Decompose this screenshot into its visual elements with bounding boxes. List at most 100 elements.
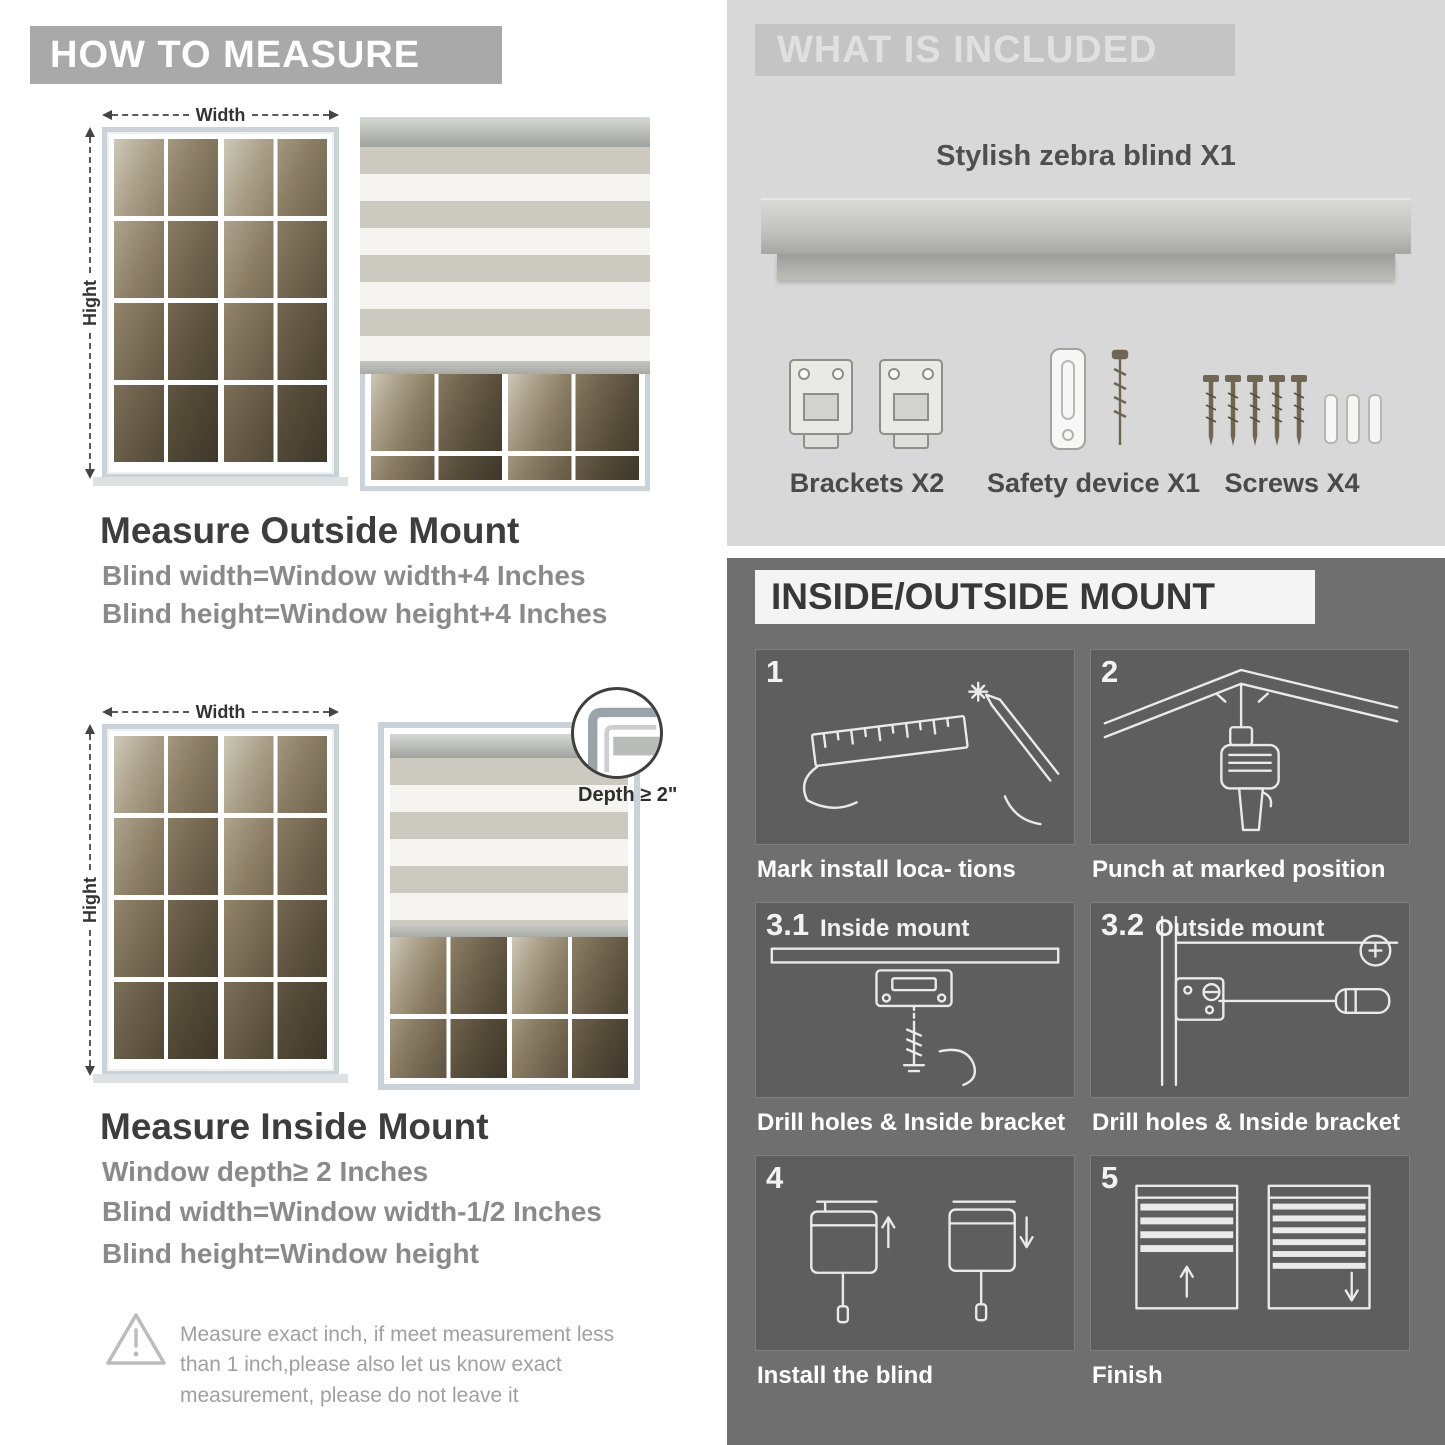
figure-corner bbox=[78, 103, 102, 127]
inside-formula-width: Blind width=Window width-1/2 Inches bbox=[102, 1196, 602, 1227]
step-number: 2 bbox=[1101, 654, 1119, 689]
outside-bracket-illustration bbox=[1160, 915, 1399, 1087]
outside-formula-height: Blind height=Window height+4 Inches bbox=[102, 598, 608, 629]
brackets-icon bbox=[767, 338, 967, 460]
blind-bottom-rail bbox=[360, 361, 650, 374]
step-number: 3.1 bbox=[766, 907, 810, 942]
screws-icon bbox=[1187, 338, 1397, 460]
outside-mount-window-figure: Width Hight bbox=[78, 103, 348, 486]
mount-steps-grid: 1 bbox=[755, 649, 1410, 1408]
blind-cassette bbox=[360, 117, 650, 147]
step-number: 3.2 bbox=[1101, 907, 1145, 942]
inside-mount-blind-figure bbox=[378, 722, 640, 1090]
window-sash bbox=[508, 374, 639, 480]
install-blind-illustration bbox=[810, 1200, 1034, 1324]
what-is-included-banner: WHAT IS INCLUDED bbox=[755, 24, 1235, 76]
safety-device-icon bbox=[987, 338, 1197, 460]
how-to-measure-title: HOW TO MEASURE bbox=[50, 34, 421, 76]
window-below-blind bbox=[360, 374, 650, 491]
mount-title: INSIDE/OUTSIDE MOUNT bbox=[771, 576, 1216, 617]
window-sash bbox=[371, 374, 502, 480]
brackets-label: Brackets X2 bbox=[789, 468, 945, 498]
depth-requirement-label: Depth ≥ 2" bbox=[578, 784, 678, 806]
arrow-right-icon bbox=[329, 707, 340, 717]
screws-label: Screws X4 bbox=[1224, 468, 1360, 498]
warning-line-3: measurement, please do not leave it bbox=[180, 1383, 519, 1407]
step-4-caption: Install the blind bbox=[757, 1362, 934, 1389]
figure-corner bbox=[78, 700, 102, 724]
step-3-1: 3.1 Inside mount bbox=[755, 902, 1075, 1155]
window-sash bbox=[114, 139, 218, 467]
inside-mount-label: Inside mount bbox=[820, 915, 970, 942]
outside-mount-blind-figure bbox=[360, 117, 650, 491]
measurement-warning-text: Measure exact inch, if meet measurement … bbox=[180, 1320, 650, 1411]
outside-formula-width: Blind width=Window width+4 Inches bbox=[102, 560, 586, 591]
mark-locations-illustration bbox=[802, 681, 1060, 826]
step-1-panel: 1 bbox=[755, 649, 1075, 845]
what-is-included-section: WHAT IS INCLUDED Stylish zebra blind X1 bbox=[727, 0, 1445, 546]
mount-banner: INSIDE/OUTSIDE MOUNT bbox=[755, 570, 1315, 624]
included-item-screws: Screws X4 bbox=[1187, 338, 1397, 499]
inside-mount-window-figure: Width Hight bbox=[78, 700, 348, 1083]
drill-illustration bbox=[1103, 668, 1399, 832]
finish-illustration bbox=[1135, 1184, 1371, 1310]
arrow-left-icon bbox=[102, 110, 112, 120]
height-label: Hight bbox=[79, 877, 100, 923]
step-4: 4 bbox=[755, 1155, 1075, 1408]
step-1: 1 bbox=[755, 649, 1075, 902]
window-sash bbox=[223, 736, 327, 1064]
warning-line-1: Measure exact inch, if meet measurement … bbox=[180, 1323, 615, 1346]
warning-line-2: than 1 inch,please also let us know exac… bbox=[180, 1353, 562, 1377]
zebra-blind-stripes bbox=[360, 147, 650, 361]
step-number: 4 bbox=[766, 1160, 784, 1195]
frame-corner-zoom-icon bbox=[588, 707, 660, 773]
zebra-blind-stripes bbox=[390, 758, 628, 926]
step-3-1-caption: Drill holes & Inside bracket bbox=[757, 1109, 1066, 1136]
width-label: Width bbox=[195, 104, 246, 125]
arrow-right-icon bbox=[329, 110, 340, 120]
window-illustration bbox=[93, 724, 348, 1083]
step-5-panel: 5 bbox=[1090, 1155, 1410, 1351]
how-to-measure-banner: HOW TO MEASURE bbox=[30, 26, 502, 84]
window-sash bbox=[114, 736, 218, 1064]
step-number: 1 bbox=[766, 654, 784, 689]
outside-mount-label: Outside mount bbox=[1155, 915, 1325, 942]
step-5-caption: Finish bbox=[1092, 1362, 1163, 1389]
width-label: Width bbox=[195, 701, 246, 722]
arrow-down-icon bbox=[85, 469, 95, 480]
step-3-2-panel: 3.2 Outside mount bbox=[1090, 902, 1410, 1098]
height-arrow: Hight bbox=[78, 127, 102, 480]
width-arrow: Width bbox=[102, 700, 340, 724]
step-4-panel: 4 bbox=[755, 1155, 1075, 1351]
product-title: Stylish zebra blind X1 bbox=[936, 140, 1236, 172]
blind-bottom-rail bbox=[390, 926, 628, 937]
height-arrow: Hight bbox=[78, 724, 102, 1077]
width-arrow: Width bbox=[102, 103, 340, 127]
how-to-measure-section: HOW TO MEASURE Width Hight bbox=[30, 26, 678, 1411]
step-5: 5 bbox=[1090, 1155, 1410, 1408]
blind-headrail-lip bbox=[777, 254, 1395, 280]
step-number: 5 bbox=[1101, 1160, 1119, 1195]
arrow-up-icon bbox=[85, 724, 95, 734]
arrow-up-icon bbox=[85, 127, 95, 137]
step-2-caption: Punch at marked position bbox=[1092, 856, 1386, 883]
window-illustration bbox=[93, 127, 348, 486]
blind-headrail-illustration bbox=[761, 198, 1411, 254]
warning-icon bbox=[103, 1308, 169, 1375]
step-1-caption: Mark install loca- tions bbox=[757, 856, 1016, 883]
window-below-blind bbox=[390, 937, 628, 1078]
arrow-left-icon bbox=[102, 707, 112, 717]
window-sash bbox=[390, 937, 507, 1078]
window-sash bbox=[511, 937, 628, 1078]
inside-formula-depth: Window depth≥ 2 Inches bbox=[102, 1156, 429, 1187]
step-3-1-panel: 3.1 Inside mount bbox=[755, 902, 1075, 1098]
inside-mount-heading: Measure Inside Mount bbox=[100, 1106, 489, 1147]
inside-outside-mount-section: INSIDE/OUTSIDE MOUNT 1 bbox=[727, 558, 1445, 1445]
inside-formula-height: Blind height=Window height bbox=[102, 1238, 479, 1269]
height-label: Hight bbox=[79, 280, 100, 326]
step-2: 2 Pun bbox=[1090, 649, 1410, 902]
step-3-2-caption: Drill holes & Inside bracket bbox=[1092, 1109, 1401, 1136]
arrow-down-icon bbox=[85, 1066, 95, 1077]
included-item-safety-device: Safety device X1 bbox=[987, 338, 1200, 499]
